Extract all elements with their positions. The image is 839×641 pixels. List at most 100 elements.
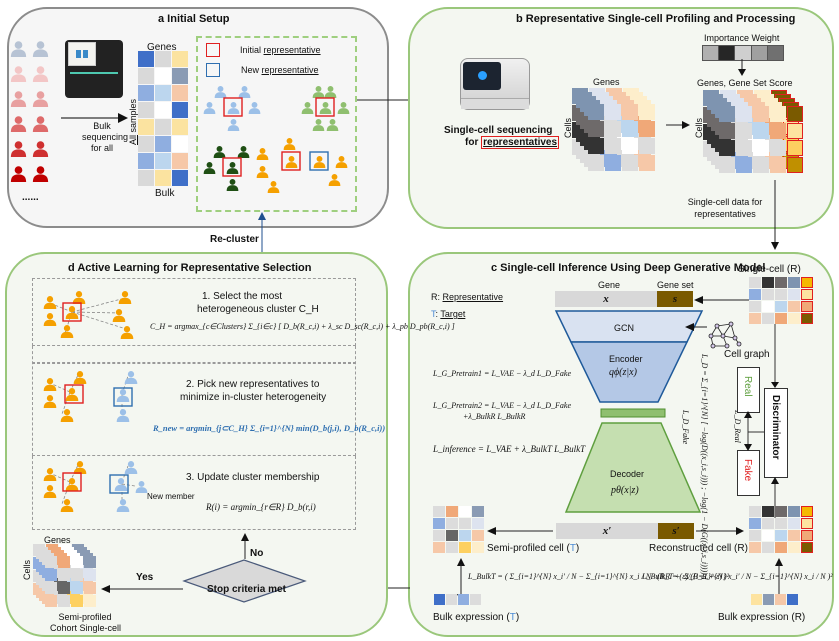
recluster-arrow <box>258 212 266 252</box>
heatmap-cell <box>138 68 154 84</box>
heatmap-cell <box>801 313 813 324</box>
heatmap-cell <box>762 518 774 529</box>
bulk-expression-t-label: Bulk expression (T) <box>433 612 520 623</box>
ellipsis: ...... <box>22 192 39 203</box>
person-icon <box>10 116 27 132</box>
reconstructed-x: x′ <box>556 523 658 539</box>
heatmap-cell <box>605 155 621 171</box>
heatmap-cell <box>433 542 445 553</box>
heatmap-cell <box>775 542 787 553</box>
heatmap-cell <box>588 155 604 171</box>
heatmap-cell <box>472 506 484 517</box>
heatmap-cell <box>433 506 445 517</box>
heatmap-cell <box>775 518 787 529</box>
all-samples-label: All samples <box>128 98 138 145</box>
step1-formula: C_H = argmax_{c∈Clusters} Σ_{i∈c} [ D_b(… <box>150 322 455 331</box>
heatmap-cell <box>58 595 70 607</box>
vae-architecture <box>554 310 704 513</box>
heatmap-cell <box>472 530 484 541</box>
heatmap-cell <box>155 136 171 152</box>
legend-initial-representative: Initial representative <box>240 45 321 55</box>
heatmap-cell <box>762 277 774 288</box>
arrow-graph-to-gcn <box>685 323 707 331</box>
person-icon <box>10 91 27 107</box>
heatmap-cell <box>719 157 735 173</box>
step1-cluster-icons <box>43 291 134 339</box>
heatmap-cell <box>472 518 484 529</box>
heatmap-cell <box>801 301 813 312</box>
single-cell-r-matrix <box>749 277 814 324</box>
legend-blue-box <box>206 63 220 77</box>
heatmap-cell <box>58 556 70 568</box>
heatmap-cell <box>172 136 188 152</box>
loss-pretrain2: L_G_Pretrain2 = L_VAE − λ_d L_D_Fake <box>433 401 572 410</box>
person-icon <box>32 141 49 157</box>
heatmap-cell <box>762 530 774 541</box>
heatmap-cell <box>762 289 774 300</box>
heatmap-cell <box>736 140 752 156</box>
person-icon <box>10 66 27 82</box>
heatmap-cell <box>787 157 803 173</box>
gcn-label: GCN <box>614 323 634 333</box>
stop-criteria-label: Stop criteria met <box>207 584 286 595</box>
heatmap-cell <box>788 506 800 517</box>
cluster-region <box>196 36 357 212</box>
heatmap-cell <box>775 530 787 541</box>
heatmap-cell <box>71 556 83 568</box>
heatmap-cell <box>788 542 800 553</box>
arrow-b-to-c <box>771 180 779 250</box>
heatmap-cell <box>753 123 769 139</box>
heatmap-cell <box>459 530 471 541</box>
heatmap-cell <box>787 594 798 605</box>
decoder-formula: pθ(x|z) <box>611 485 639 496</box>
heatmap-cell <box>788 289 800 300</box>
decoder-label: Decoder <box>610 469 645 479</box>
stop-criteria-diamond <box>182 559 307 603</box>
heatmap-cell <box>753 140 769 156</box>
legend-red-box <box>206 43 220 57</box>
heatmap-cell <box>605 121 621 137</box>
heatmap-cell <box>801 277 813 288</box>
single-cell-sequencer-icon <box>460 58 530 110</box>
heatmap-cell <box>434 594 445 605</box>
heatmap-cell <box>446 594 457 605</box>
heatmap-cell <box>138 119 154 135</box>
heatmap-cell <box>753 106 769 122</box>
decoder-layer <box>564 422 702 513</box>
step1-label-line2: heterogeneous cluster C_H <box>197 304 319 315</box>
heatmap-cell <box>762 542 774 553</box>
heatmap-cell <box>719 123 735 139</box>
heatmap-cell <box>58 569 70 581</box>
bulk-label: Bulk <box>155 188 175 199</box>
heatmap-cell <box>155 102 171 118</box>
heatmap-cell <box>84 556 96 568</box>
gene-set-label: Gene set <box>657 280 694 290</box>
heatmap-cell <box>775 594 786 605</box>
heatmap-cell <box>788 301 800 312</box>
heatmap-cell <box>45 569 57 581</box>
heatmap-cell <box>622 138 638 154</box>
cluster-light-blue <box>203 85 261 131</box>
initial-rep-box <box>315 97 335 117</box>
heatmap-cell <box>770 106 786 122</box>
heatmap-cell <box>138 136 154 152</box>
heatmap-cell <box>801 530 813 541</box>
heatmap-cell <box>639 104 655 120</box>
heatmap-cell <box>775 313 787 324</box>
heatmap-cell <box>84 595 96 607</box>
heatmap-cell <box>446 518 458 529</box>
heatmap-cell <box>622 121 638 137</box>
initial-rep-box <box>281 151 301 171</box>
no-arrow <box>241 533 249 559</box>
heatmap-cell <box>138 51 154 67</box>
gene-vector-x: x <box>555 291 657 307</box>
cohort-people-icons <box>10 41 49 182</box>
semi-profiled-cohort-stack <box>33 544 103 614</box>
heatmap-cell <box>71 569 83 581</box>
heatmap-cell <box>588 104 604 120</box>
loss-bulkT: L_BulkT = ( Σ_{i=1}^{N} x_i′ / N − Σ_{i=… <box>468 572 730 581</box>
encoder-layer <box>569 341 689 403</box>
heatmap-cell <box>788 530 800 541</box>
genes-label-b: Genes <box>593 77 620 87</box>
